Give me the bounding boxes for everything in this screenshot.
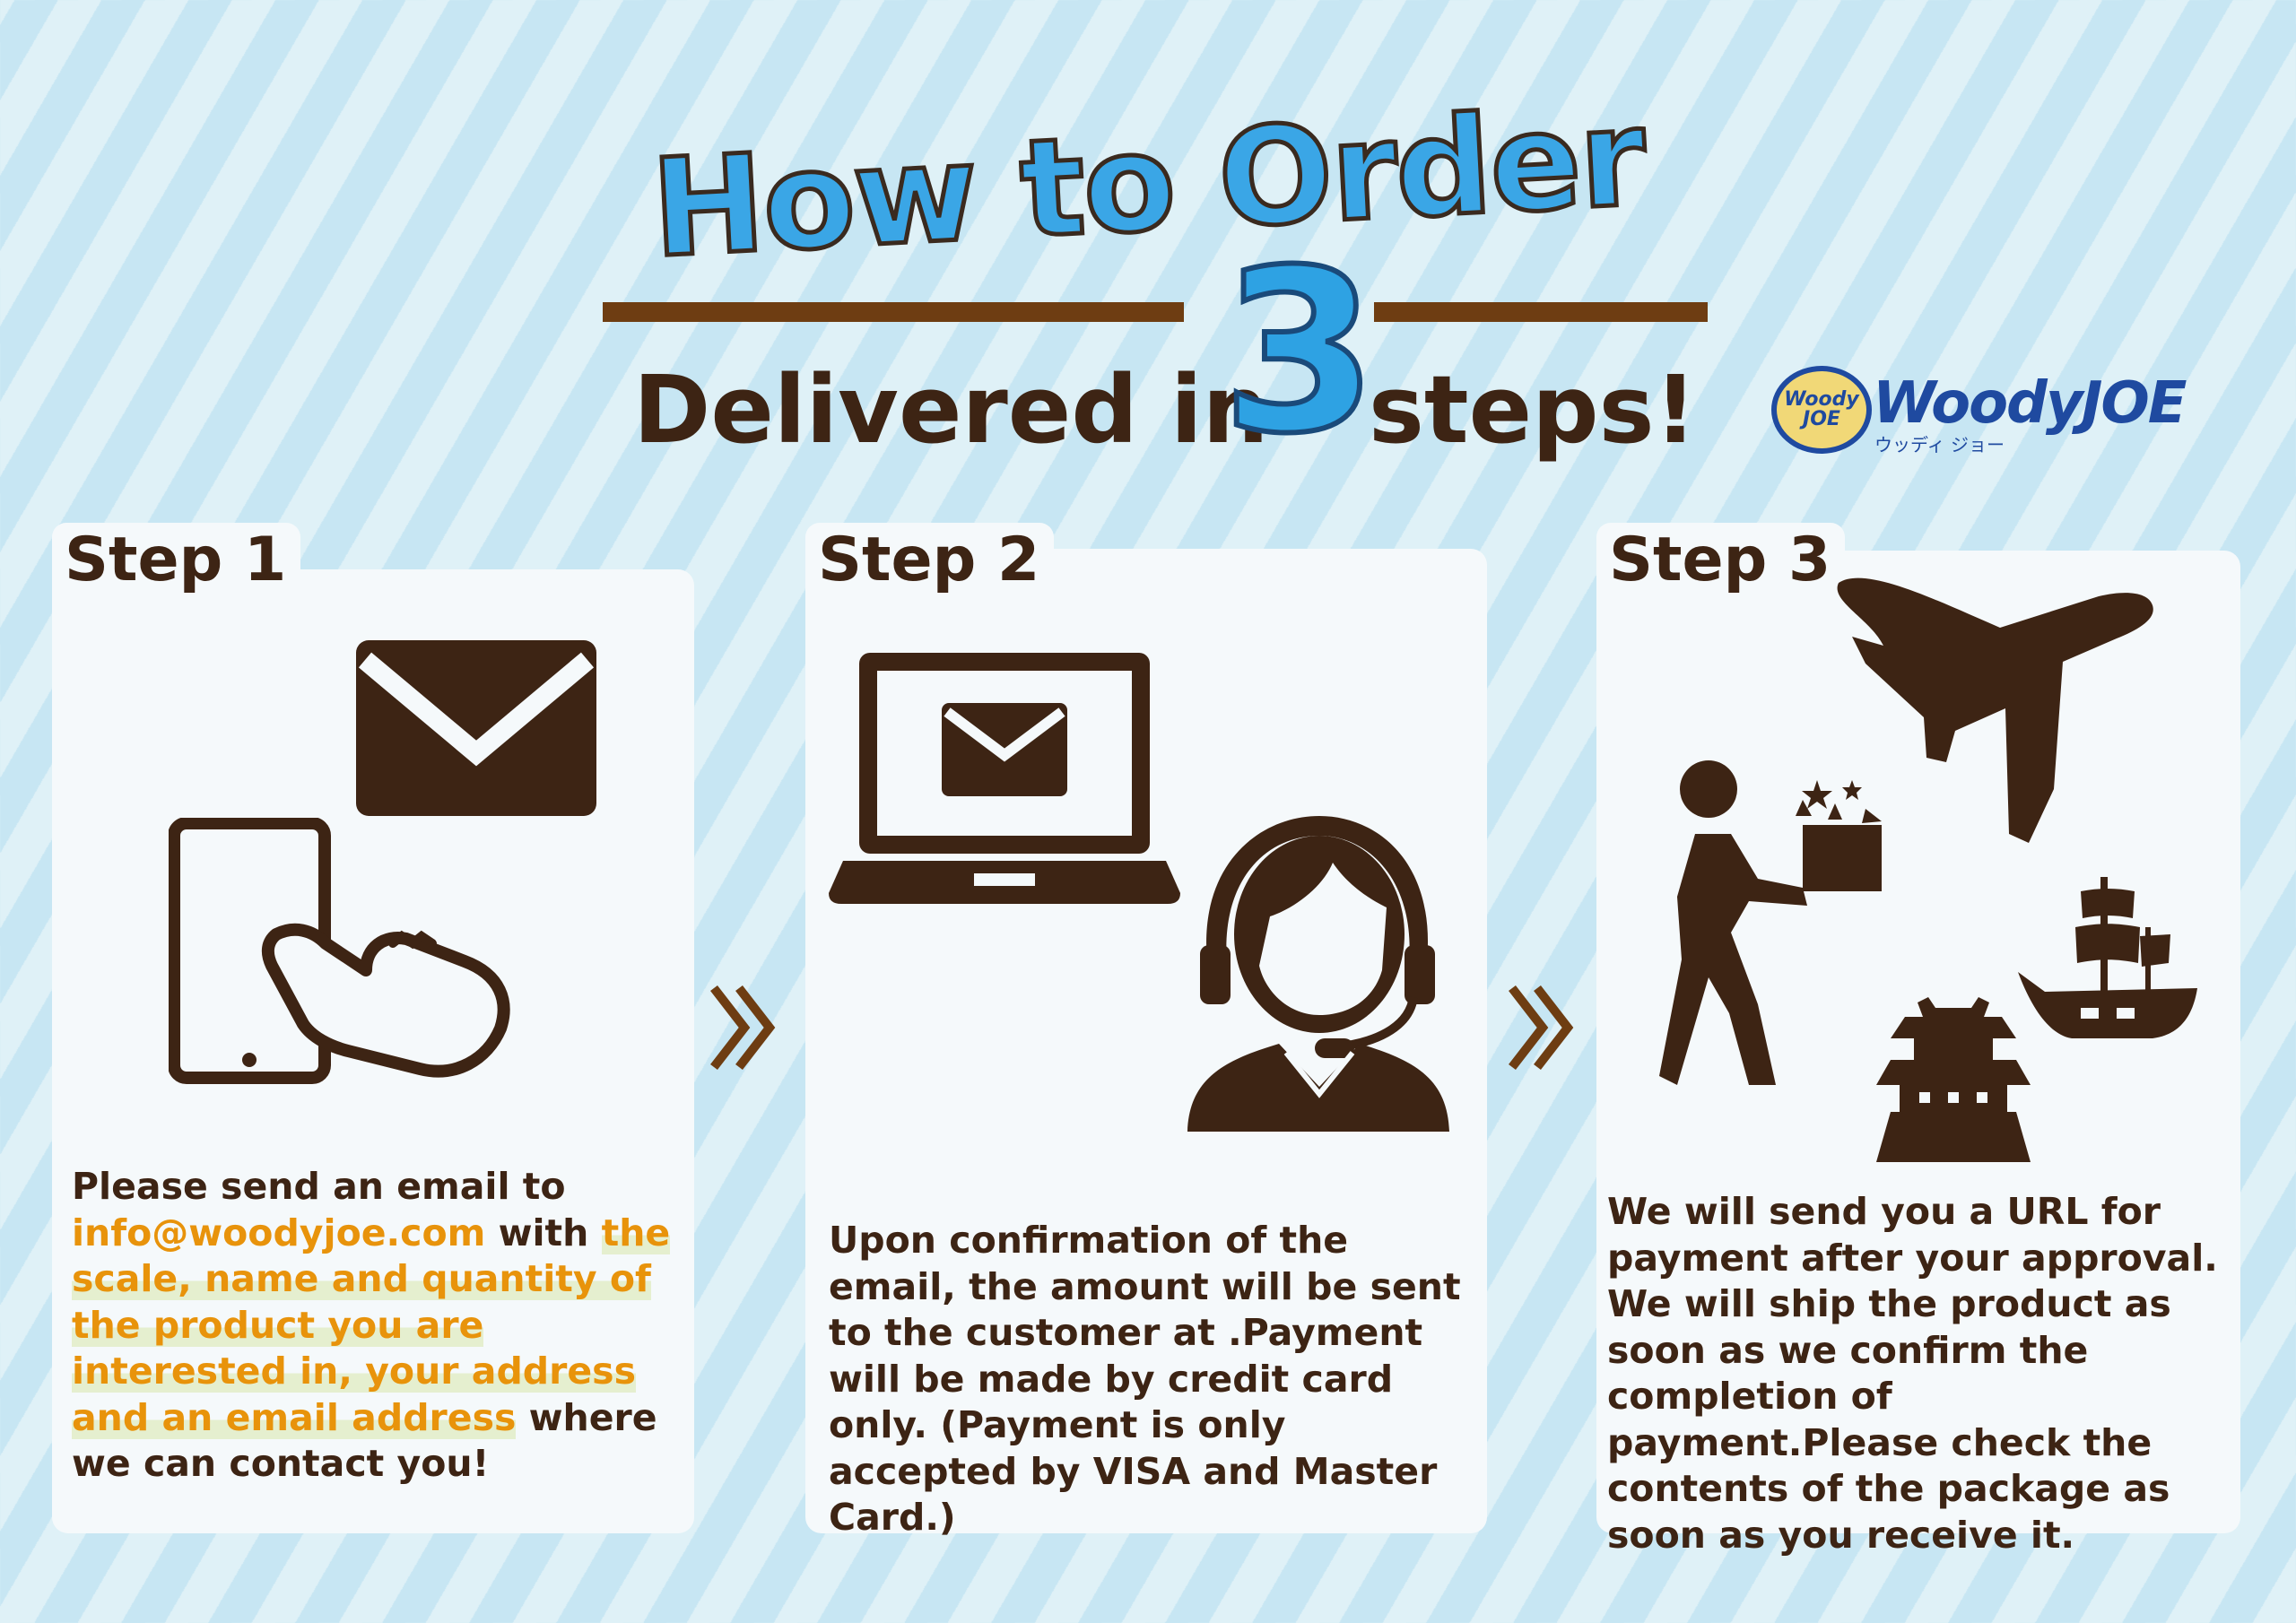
castle-icon bbox=[1876, 997, 2031, 1162]
delivery-person-icon bbox=[1659, 760, 1882, 1085]
smartphone-tap-icon bbox=[169, 818, 510, 1084]
step-3-label: Step 3 bbox=[1596, 523, 1846, 600]
step-2-description: Upon confirmation of the email, the amou… bbox=[829, 1219, 1461, 1539]
ship-icon bbox=[2018, 877, 2197, 1038]
brand-badge-icon: Woody JOE bbox=[1771, 366, 1872, 454]
brand-kana: ウッディ ジョー bbox=[1874, 434, 2005, 456]
envelope-icon bbox=[356, 640, 596, 816]
next-step-arrow-icon bbox=[1509, 985, 1574, 1071]
step-3-description: We will send you a URL for payment after… bbox=[1607, 1190, 2218, 1557]
support-operator-icon bbox=[1187, 816, 1449, 1132]
page-title: How to Order bbox=[646, 78, 1650, 291]
subtitle-suffix: steps! bbox=[1369, 355, 1697, 464]
laptop-mail-icon bbox=[829, 653, 1180, 904]
step-1-label: Step 1 bbox=[52, 523, 301, 600]
next-step-arrow-icon bbox=[710, 985, 776, 1071]
step-count-number: 3 bbox=[1219, 221, 1380, 482]
title-rule-left bbox=[603, 302, 1184, 322]
brand-wordmark: WoodyJOE bbox=[1873, 370, 2187, 437]
title-rule-right bbox=[1374, 302, 1708, 322]
step-1-description: Please send an email to info@woodyjoe.co… bbox=[72, 1165, 671, 1485]
step-2-label: Step 2 bbox=[805, 523, 1055, 600]
airplane-icon bbox=[1837, 577, 2153, 843]
subtitle-prefix: Delivered in bbox=[633, 355, 1269, 464]
contact-email[interactable]: info@woodyjoe.com bbox=[72, 1211, 486, 1254]
